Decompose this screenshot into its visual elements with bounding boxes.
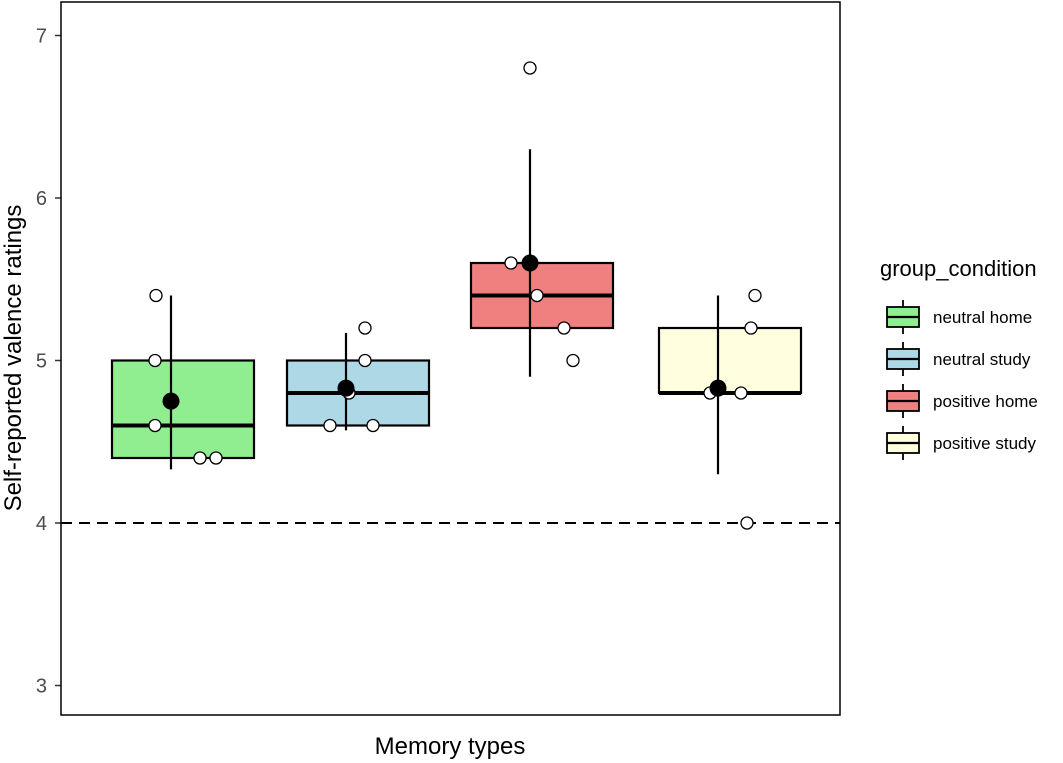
y-tick-label: 5 <box>36 351 47 373</box>
box-group-neutral-study <box>285 321 431 433</box>
data-point <box>209 451 223 465</box>
legend-key-neutral-study: neutral study <box>886 342 1031 376</box>
data-point <box>734 386 748 400</box>
y-axis-ticks: 3 4 5 6 7 <box>36 26 61 698</box>
mean-point <box>521 254 539 272</box>
data-point <box>744 321 758 335</box>
box <box>110 359 256 460</box>
data-point <box>530 288 544 303</box>
data-point <box>557 321 571 335</box>
data-point <box>358 353 372 368</box>
mean-point <box>709 379 727 397</box>
x-axis-title: Memory types <box>375 733 526 760</box>
y-axis-title: Self-reported valence ratings <box>0 205 27 512</box>
mean-point <box>162 392 180 410</box>
data-point <box>358 321 372 335</box>
legend-label: positive home <box>933 392 1038 411</box>
data-point <box>740 516 754 530</box>
data-point <box>523 61 537 75</box>
legend-key-positive-study: positive study <box>886 426 1036 460</box>
data-point <box>748 288 762 303</box>
data-point <box>504 256 518 270</box>
box <box>657 326 803 395</box>
y-tick-label: 6 <box>36 188 47 210</box>
box-groups <box>110 61 803 530</box>
y-tick-label: 3 <box>36 676 47 698</box>
box-group-neutral-home <box>110 288 256 470</box>
data-point <box>193 451 207 465</box>
data-point <box>566 353 580 368</box>
data-point <box>149 288 163 303</box>
data-point <box>148 353 162 368</box>
mean-point <box>337 379 355 397</box>
legend-key-neutral-home: neutral home <box>886 300 1032 334</box>
box-group-positive-study <box>657 288 803 530</box>
y-tick-label: 7 <box>36 26 47 48</box>
data-point <box>323 418 337 433</box>
legend-key-positive-home: positive home <box>886 384 1038 418</box>
legend-label: neutral home <box>933 308 1032 327</box>
legend-title: group_condition <box>880 256 1037 281</box>
data-point <box>366 418 380 433</box>
legend-label: neutral study <box>933 350 1031 369</box>
data-point <box>148 418 162 433</box>
box-group-positive-home <box>469 61 615 377</box>
legend: group_condition neutral home neutral stud… <box>880 256 1038 460</box>
legend-label: positive study <box>933 434 1036 453</box>
y-tick-label: 4 <box>36 513 47 535</box>
